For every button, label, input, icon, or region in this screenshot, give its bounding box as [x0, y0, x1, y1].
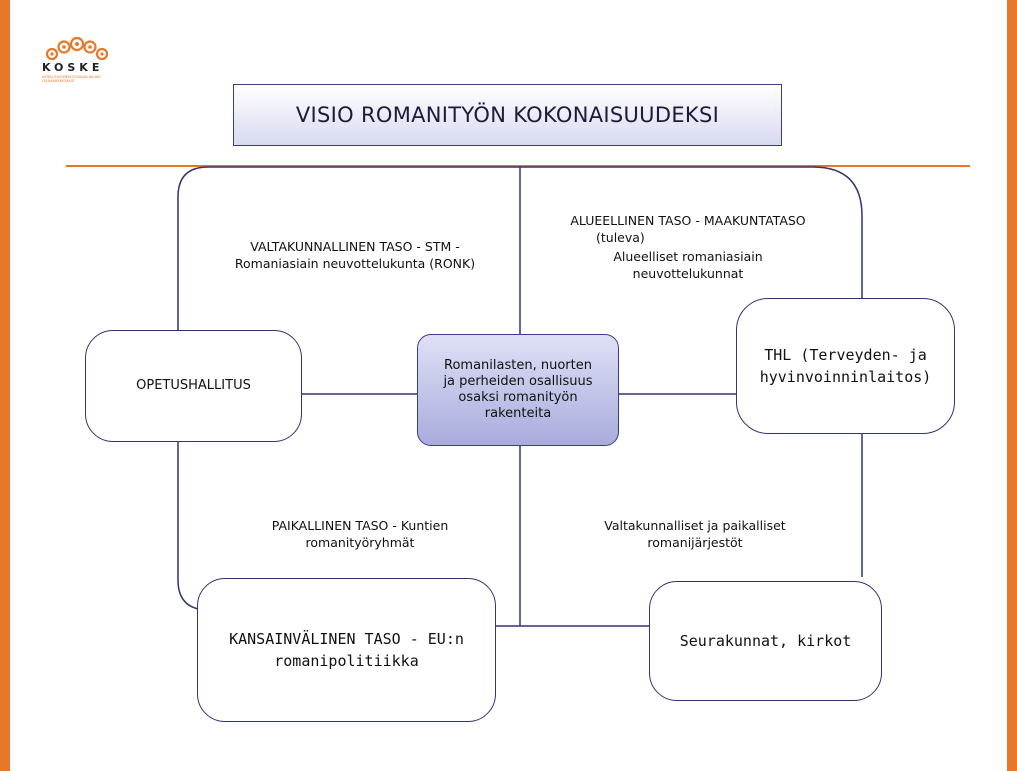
international-label-line1: KANSAINVÄLINEN TASO - EU:n [229, 630, 464, 648]
center-line1: Romanilasten, nuorten [444, 358, 592, 373]
thl-label-line2: hyvinvoinninlaitos) [759, 368, 932, 386]
international-label-line2: romanipolitiikka [274, 652, 419, 670]
thl-label-line1: THL (Terveyden- ja [764, 346, 927, 364]
logo-subtitle: KESKI-SUOMEN SOSIAALIALAN OSAAMISKESKUS [42, 74, 100, 84]
quadrant-tr-line3: Alueelliset romaniasiain [613, 249, 763, 264]
quadrant-regional-level: ALUEELLINEN TASO - MAAKUNTATASO (tuleva)… [538, 212, 838, 282]
quadrant-tl-line2: Romaniasiain neuvottelukunta (RONK) [234, 256, 476, 271]
quadrant-br-line1: Valtakunnalliset ja paikalliset [604, 518, 786, 533]
quadrant-br-line2: romanijärjestöt [647, 535, 743, 550]
left-orange-border [0, 0, 10, 771]
quadrant-tr-line1: ALUEELLINEN TASO - MAAKUNTATASO [570, 213, 806, 228]
opetushallitus-label: OPETUSHALLITUS [136, 378, 251, 393]
logo-wordmark: KOSKE [42, 61, 104, 74]
logo-flower-icon [45, 36, 109, 61]
international-level-box: KANSAINVÄLINEN TASO - EU:n romanipolitii… [197, 578, 496, 722]
thl-box: THL (Terveyden- ja hyvinvoinninlaitos) [736, 298, 955, 434]
quadrant-organizations: Valtakunnalliset ja paikalliset romanijä… [545, 517, 845, 551]
center-goal-box: Romanilasten, nuorten ja perheiden osall… [417, 334, 619, 446]
slide-title: VISIO ROMANITYÖN KOKONAISUUDEKSI [233, 84, 782, 146]
orange-divider [66, 165, 970, 167]
quadrant-tl-line1: VALTAKUNNALLINEN TASO - STM - [250, 239, 460, 254]
center-line4: rakenteita [484, 406, 552, 421]
seurakunnat-box: Seurakunnat, kirkot [649, 581, 882, 701]
opetushallitus-box: OPETUSHALLITUS [85, 330, 302, 442]
koske-logo: KOSKE KESKI-SUOMEN SOSIAALIALAN OSAAMISK… [40, 34, 120, 94]
quadrant-local-level: PAIKALLINEN TASO - Kuntien romanityöryhm… [210, 517, 510, 551]
quadrant-tr-line4: neuvottelukunnat [632, 266, 744, 281]
quadrant-national-level: VALTAKUNNALLINEN TASO - STM - Romaniasia… [205, 238, 505, 272]
quadrant-tr-line2: (tuleva) [596, 230, 645, 245]
right-orange-border [1007, 0, 1017, 771]
quadrant-bl-line1: PAIKALLINEN TASO - Kuntien [271, 518, 449, 533]
seurakunnat-label: Seurakunnat, kirkot [679, 632, 852, 650]
center-line3: osaksi romanityön [458, 390, 578, 405]
quadrant-bl-line2: romanityöryhmät [305, 535, 415, 550]
center-line2: ja perheiden osallisuus [443, 374, 593, 389]
